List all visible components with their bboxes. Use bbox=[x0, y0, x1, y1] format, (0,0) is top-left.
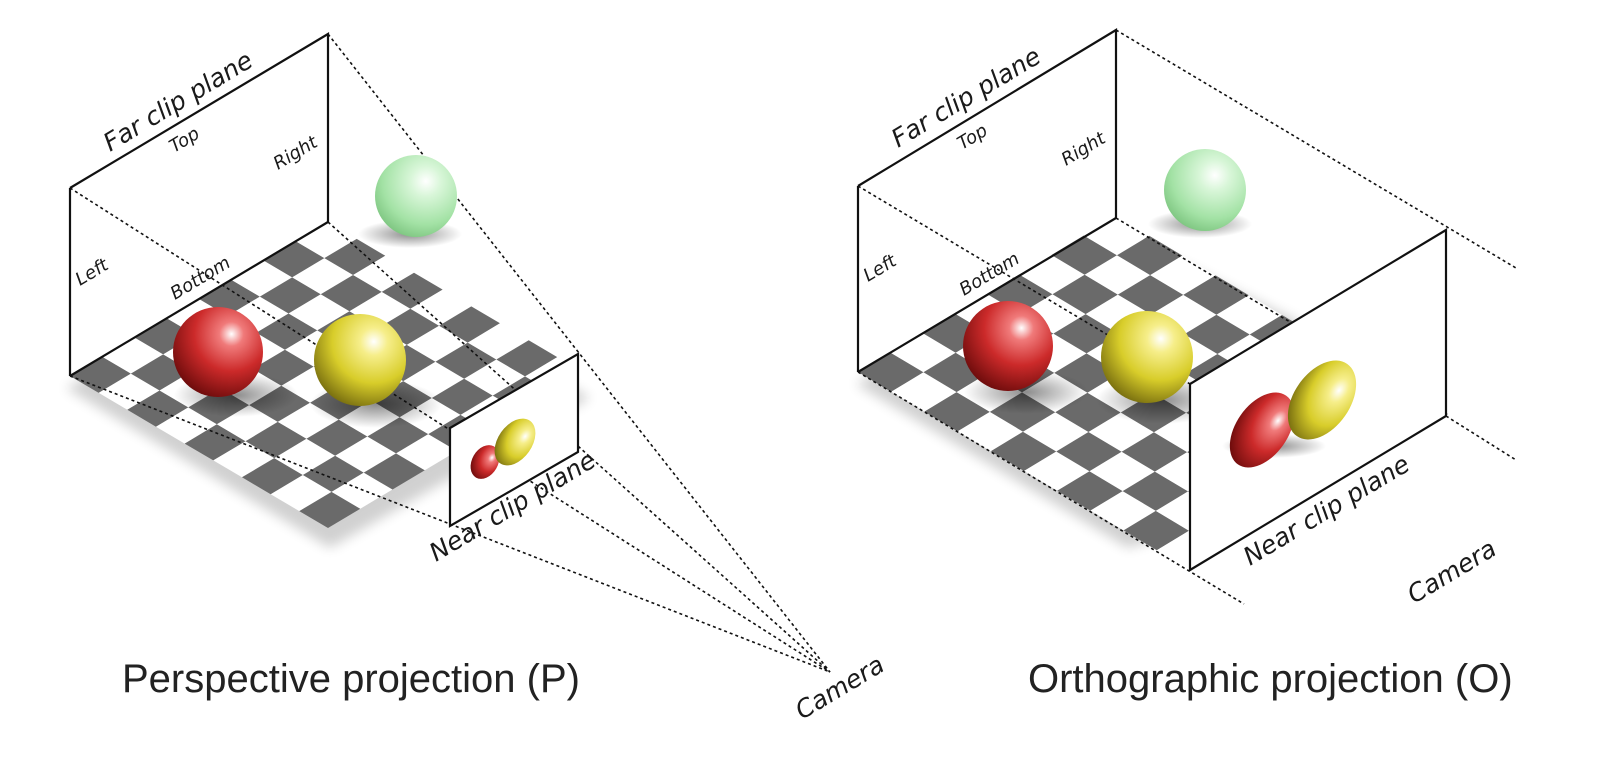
yellow-sphere bbox=[1101, 311, 1193, 403]
checker-tile bbox=[1024, 451, 1090, 491]
camera-label: Camera bbox=[790, 650, 889, 725]
yellow-sphere bbox=[314, 314, 406, 406]
checker-tile bbox=[320, 275, 382, 312]
red-sphere bbox=[963, 301, 1053, 391]
checker-tile bbox=[288, 294, 350, 331]
right-label: Right bbox=[270, 131, 322, 174]
far-plane-bottom-edge bbox=[69, 221, 329, 377]
checker-tile bbox=[256, 313, 318, 350]
checker-tile bbox=[1057, 471, 1123, 511]
checker-tile bbox=[1020, 294, 1086, 334]
red-sphere bbox=[173, 307, 263, 397]
checker-tile bbox=[1056, 432, 1122, 472]
green-sphere bbox=[375, 155, 457, 237]
perspective-panel: Far clip plane Top Right Left Bottom Nea… bbox=[66, 32, 889, 725]
checker-tile bbox=[1117, 275, 1184, 315]
far-plane-bottom-edge bbox=[857, 217, 1117, 373]
checker-tile bbox=[1052, 274, 1118, 315]
perspective-caption: Perspective projection (P) bbox=[122, 657, 580, 701]
checker-tile bbox=[245, 421, 307, 459]
checker-tile bbox=[1216, 295, 1282, 335]
checker-tile bbox=[231, 260, 293, 297]
checker-tile bbox=[199, 279, 260, 316]
checker-tile bbox=[1084, 255, 1151, 295]
checker-tile bbox=[1121, 432, 1188, 472]
checker-tile bbox=[1090, 491, 1156, 531]
checker-tile bbox=[102, 337, 164, 374]
checker-tile bbox=[331, 472, 393, 509]
near-plane-yellow-image bbox=[494, 418, 536, 466]
checker-tile bbox=[263, 241, 325, 278]
checker-tile bbox=[439, 306, 500, 343]
checker-tile bbox=[1183, 275, 1249, 315]
checker-tile bbox=[1054, 353, 1120, 393]
orthographic-caption: Orthographic projection (O) bbox=[1028, 657, 1513, 701]
checker-tile bbox=[270, 475, 332, 512]
checker-tile bbox=[435, 342, 497, 379]
checker-tile bbox=[1089, 451, 1155, 492]
checker-tile bbox=[1122, 471, 1189, 511]
checker-tile bbox=[335, 436, 397, 473]
checker-tile bbox=[990, 431, 1057, 471]
checker-tile bbox=[134, 318, 196, 355]
checker-tile bbox=[70, 356, 131, 393]
checker-tile bbox=[324, 238, 386, 275]
checker-tile bbox=[410, 289, 472, 326]
camera-label: Camera bbox=[1402, 534, 1501, 609]
checker-tile bbox=[467, 323, 529, 360]
near-plane-red-image bbox=[470, 445, 500, 479]
checker-tile bbox=[353, 255, 414, 292]
left-label: Left bbox=[72, 254, 113, 290]
near-plane-red-image bbox=[1229, 392, 1295, 468]
checker-tile bbox=[274, 438, 336, 475]
frustum-edge bbox=[69, 375, 831, 673]
checker-tile bbox=[302, 455, 364, 492]
checker-tile bbox=[363, 453, 425, 490]
checker-tile bbox=[406, 325, 468, 362]
checker-tile bbox=[259, 277, 321, 314]
checker-tile bbox=[127, 390, 189, 427]
checker-tile bbox=[396, 434, 457, 471]
checker-tile bbox=[1083, 216, 1150, 256]
checker-tile bbox=[464, 359, 526, 396]
checker-tile bbox=[1184, 314, 1250, 354]
checker-tile bbox=[242, 458, 303, 495]
checker-tile bbox=[381, 272, 443, 309]
checker-tile bbox=[213, 441, 275, 478]
checker-tile bbox=[367, 417, 429, 454]
near-plane-yellow-image bbox=[1287, 360, 1357, 440]
checker-tile bbox=[295, 222, 357, 259]
checker-tile bbox=[1088, 412, 1154, 452]
checker-tile bbox=[431, 378, 493, 415]
checker-tile bbox=[496, 340, 558, 377]
checker-tile bbox=[1150, 255, 1216, 295]
right-label: Right bbox=[1058, 127, 1110, 170]
checker-tile bbox=[891, 372, 957, 412]
checker-tile bbox=[306, 419, 368, 456]
checker-tile bbox=[1053, 314, 1119, 354]
box-edge bbox=[1115, 217, 1291, 323]
checker-tile bbox=[156, 407, 217, 444]
checker-tile bbox=[292, 258, 354, 295]
checker-tile bbox=[1123, 510, 1189, 551]
checker-tile bbox=[1151, 294, 1217, 335]
checker-tile bbox=[299, 491, 361, 528]
orthographic-panel: Far clip plane Top Right Left Bottom Nea… bbox=[856, 28, 1517, 701]
box-edge bbox=[1445, 415, 1517, 461]
checker-tile bbox=[1051, 235, 1117, 275]
checker-tile bbox=[1023, 412, 1089, 452]
checker-tile bbox=[1117, 235, 1183, 276]
green-sphere bbox=[1164, 149, 1246, 231]
checker-tile bbox=[924, 392, 990, 432]
checker-tile bbox=[957, 411, 1024, 452]
left-label: Left bbox=[860, 250, 901, 286]
checker-tile bbox=[184, 424, 246, 461]
box-edge bbox=[857, 185, 1191, 385]
checker-tile bbox=[98, 373, 160, 410]
